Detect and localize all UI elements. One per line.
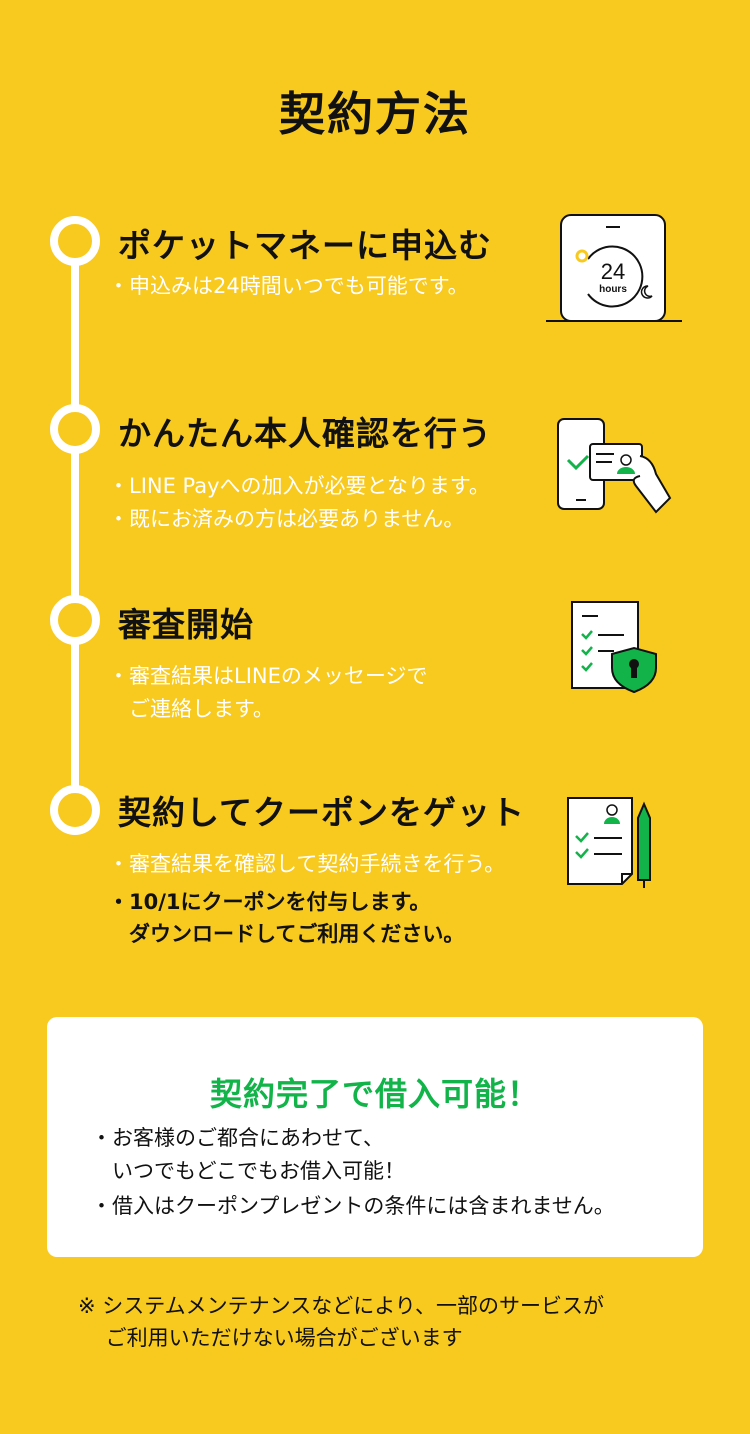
step-1-note: ・申込みは24時間いつでも可能です。 bbox=[108, 274, 469, 298]
clock-unit: hours bbox=[599, 284, 627, 295]
step-3-marker bbox=[50, 595, 100, 645]
step-1-title: ポケットマネーに申込む bbox=[118, 226, 492, 265]
step-1-marker bbox=[50, 216, 100, 266]
checklist-shield-icon bbox=[571, 601, 657, 694]
step-2-note-1: ・LINE Payへの加入が必要となります。 bbox=[108, 474, 490, 498]
24-hours-clock-icon: 24 hours bbox=[546, 214, 682, 322]
footnote-line-1: ※ システムメンテナンスなどにより、一部のサービスが bbox=[78, 1294, 604, 1318]
step-2-marker bbox=[50, 404, 100, 454]
step-4-bold-note-2: ダウンロードしてご利用ください。 bbox=[108, 922, 465, 946]
step-3-title: 審査開始 bbox=[118, 605, 254, 644]
step-3-note-2: ご連絡します。 bbox=[108, 697, 274, 721]
step-4-note-1: ・審査結果を確認して契約手続きを行う。 bbox=[108, 852, 506, 876]
card-note-2: いつでもどこでもお借入可能！ bbox=[91, 1159, 405, 1183]
id-card-phone-icon bbox=[557, 418, 672, 514]
timeline-line bbox=[71, 240, 79, 805]
step-4-marker bbox=[50, 785, 100, 835]
step-2-note-2: ・既にお済みの方は必要ありません。 bbox=[108, 507, 465, 531]
card-note-3: ・借入はクーポンプレゼントの条件には含まれません。 bbox=[91, 1194, 615, 1218]
card-note-1: ・お客様のご都合にあわせて、 bbox=[91, 1126, 384, 1150]
maintenance-footnote: ※ システムメンテナンスなどにより、一部のサービスが ご利用いただけない場合がご… bbox=[78, 1290, 604, 1354]
step-2-title: かんたん本人確認を行う bbox=[118, 414, 492, 453]
step-4-bold-note-1: ・10/1にクーポンを付与します。 bbox=[108, 890, 431, 914]
contract-complete-card: 契約完了で借入可能！ ・お客様のご都合にあわせて、 いつでもどこでもお借入可能！… bbox=[47, 1017, 703, 1257]
card-title: 契約完了で借入可能！ bbox=[209, 1075, 540, 1113]
step-4-title: 契約してクーポンをゲット bbox=[118, 793, 526, 832]
footnote-line-2: ご利用いただけない場合がございます bbox=[78, 1326, 463, 1350]
step-3-note-1: ・審査結果はLINEのメッセージで bbox=[108, 664, 428, 688]
contract-pen-icon bbox=[567, 797, 651, 888]
clock-number: 24 bbox=[601, 259, 625, 284]
page-title: 契約方法 bbox=[279, 87, 471, 141]
